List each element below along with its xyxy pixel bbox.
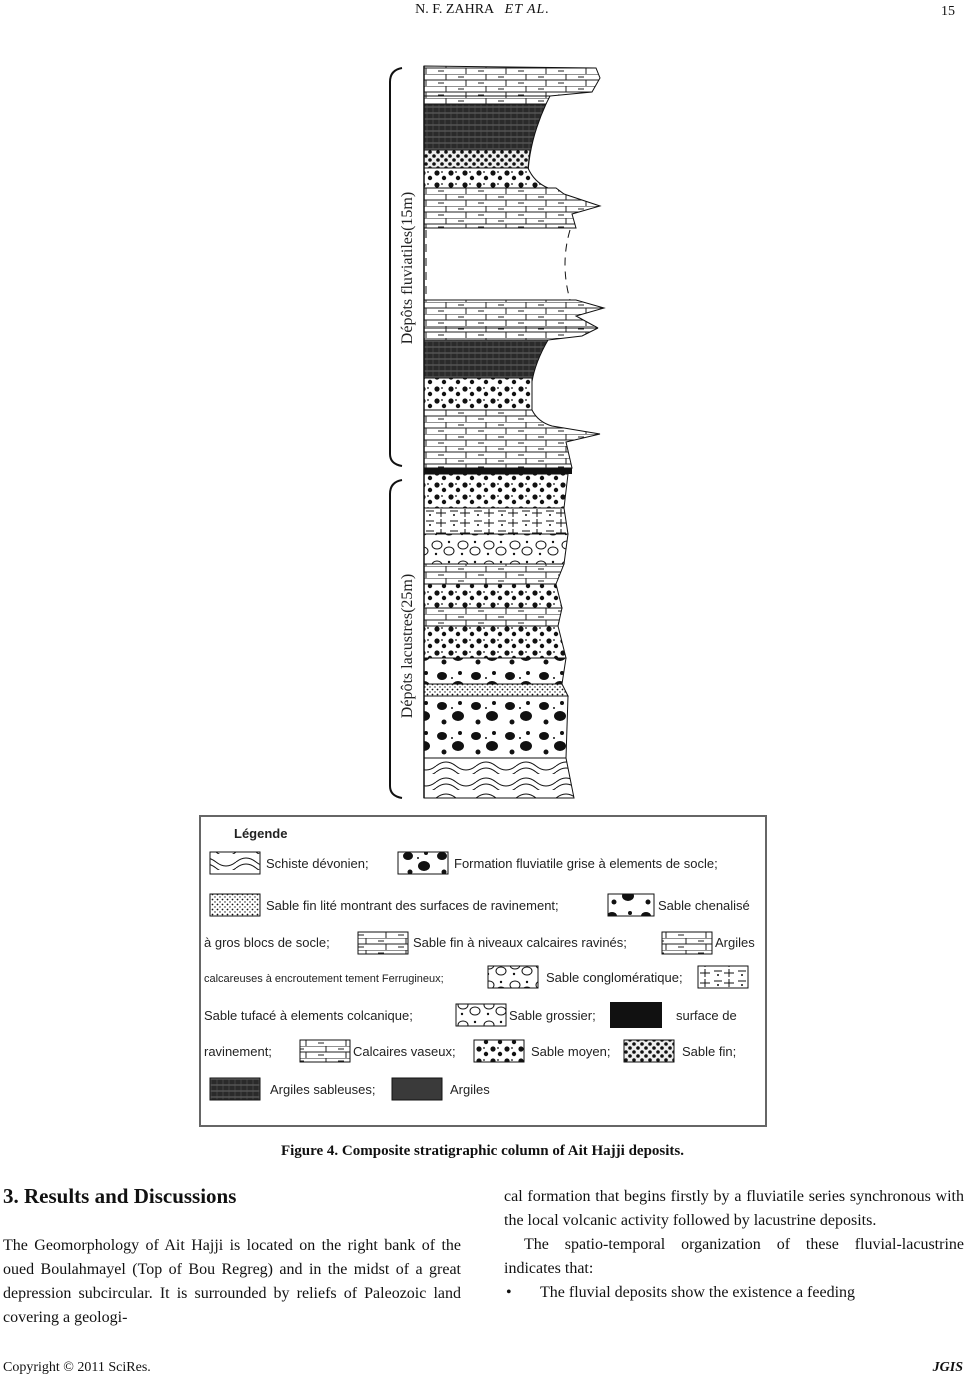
bullet-text: The fluvial deposits show the existence …	[540, 1284, 856, 1301]
label-fluviatiles: Dépôts fluviatiles(15m)	[399, 192, 416, 344]
section-title: 3. Results and Discussions	[3, 1184, 237, 1208]
legend-item-calcaires-vaseux: Calcaires vaseux;	[353, 1044, 456, 1059]
legend-item-argiles-2: Argiles	[450, 1082, 490, 1097]
legend-item-argiles-sableuses: Argiles sableuses;	[270, 1082, 376, 1097]
legend-item-calcareuses: calcareuses à encroutement tement Ferrug…	[204, 973, 444, 985]
legend-item-argiles: Argiles	[715, 935, 755, 950]
legend-item-sable-moyen: Sable moyen;	[531, 1044, 611, 1059]
swatch-argiles-sableuses	[209, 1077, 261, 1101]
swatch-sable-tuface	[697, 965, 749, 989]
swatch-sable-fin-lite	[209, 893, 261, 917]
legend-item-ravinement: ravinement;	[204, 1044, 272, 1059]
layer-argiles-calcareuses	[423, 563, 565, 585]
header-author: N. F. ZAHRA	[415, 2, 495, 17]
swatch-surface-ravinement	[610, 1002, 662, 1028]
brace-fluviatiles	[389, 67, 403, 467]
legend-item-sable-fin-calcaires: Sable fin à niveaux calcaires ravinés;	[413, 935, 627, 950]
layer-formation-fluviatile	[423, 695, 569, 759]
right-column: cal formation that begins firstly by a f…	[504, 1185, 964, 1305]
legend-title: Légende	[234, 826, 287, 841]
header-etal: ET AL.	[504, 2, 550, 17]
swatch-sable-moyen	[473, 1039, 525, 1063]
layer-calcaires-top-2	[423, 95, 551, 105]
right-paragraph-2: The spatio-temporal organization of thes…	[504, 1236, 964, 1277]
layer-surface-ravinement	[424, 468, 572, 474]
left-column-text: The Geomorphology of Ait Hajji is locate…	[3, 1237, 461, 1326]
right-paragraph-1: cal formation that begins firstly by a f…	[504, 1188, 964, 1229]
layer-sable-moyen	[423, 167, 549, 189]
layer-sable-moyen-3	[423, 583, 563, 609]
legend-item-sable-tuface: Sable tufacé à elements colcanique;	[204, 1008, 413, 1023]
layer-calcaires-lac	[423, 607, 563, 627]
layer-calcaires-top	[423, 65, 601, 97]
swatch-sable-conglomeratique	[487, 965, 539, 989]
figure-caption: Figure 4. Composite stratigraphic column…	[280, 1143, 685, 1159]
legend-item-surface-de: surface de	[676, 1008, 737, 1023]
swatch-sable-grossier	[455, 1003, 507, 1027]
layer-sable-moyen-2	[423, 377, 533, 411]
layer-sable-fin	[423, 149, 531, 169]
footer-journal: JGIS	[932, 1360, 963, 1375]
legend-item-schiste: Schiste dévonien;	[266, 856, 369, 871]
legend-item-sable-chenalise: Sable chenalisé	[658, 898, 750, 913]
legend-item-sable-conglomeratique: Sable conglomératique;	[546, 970, 683, 985]
swatch-sable-fin	[623, 1039, 675, 1063]
swatch-schiste	[209, 851, 261, 875]
legend: Légende Schiste dévonien; Formation fluv…	[199, 815, 767, 1127]
footer-copyright: Copyright © 2011 SciRes.	[3, 1360, 151, 1375]
page-number: 15	[941, 4, 955, 19]
swatch-calcaires-vaseux	[299, 1039, 351, 1063]
label-lacustres: Dépôts lacustres(25m)	[399, 574, 416, 718]
stratigraphic-column	[423, 65, 606, 799]
bullet-dot-icon: •	[506, 1284, 512, 1301]
swatch-sable-fin-calcaires	[357, 931, 409, 955]
layer-argiles-2	[423, 327, 599, 341]
swatch-argiles	[391, 1077, 443, 1101]
layer-sable-chenalise	[423, 625, 567, 659]
legend-item-gros-blocs: à gros blocs de socle;	[204, 935, 330, 950]
layer-sable-grossier	[423, 473, 569, 509]
legend-item-formation-fluviatile: Formation fluviatile grise à elements de…	[454, 856, 718, 871]
swatch-formation-fluviatile	[397, 851, 449, 875]
layer-calcaires-mid	[423, 187, 602, 229]
layer-sable-tuface	[423, 507, 569, 535]
legend-item-sable-fin-lite: Sable fin lité montrant des surfaces de …	[266, 898, 559, 913]
layer-schiste-devonien	[423, 757, 575, 799]
brace-lacustres	[389, 479, 403, 799]
layer-calcaires-mid-2	[423, 299, 606, 329]
layer-gros-blocs	[423, 657, 567, 685]
bullet-item: • The fluvial deposits show the existence…	[504, 1281, 964, 1305]
layer-sable-fin-2	[423, 683, 569, 697]
legend-item-sable-grossier: Sable grossier;	[509, 1008, 596, 1023]
swatch-sable-chenalise	[607, 893, 655, 917]
stratigraphic-figure: Dépôts fluviatiles(15m) Dépôts lacustres…	[199, 65, 767, 1127]
swatch-argiles-calcareuses	[661, 931, 713, 955]
legend-item-sable-fin: Sable fin;	[682, 1044, 736, 1059]
layer-sable-conglomeratique	[423, 533, 569, 565]
gap-right	[564, 229, 571, 301]
layer-calcaires-bottom	[423, 409, 601, 469]
running-header: N. F. ZAHRA ET AL.	[0, 2, 965, 18]
